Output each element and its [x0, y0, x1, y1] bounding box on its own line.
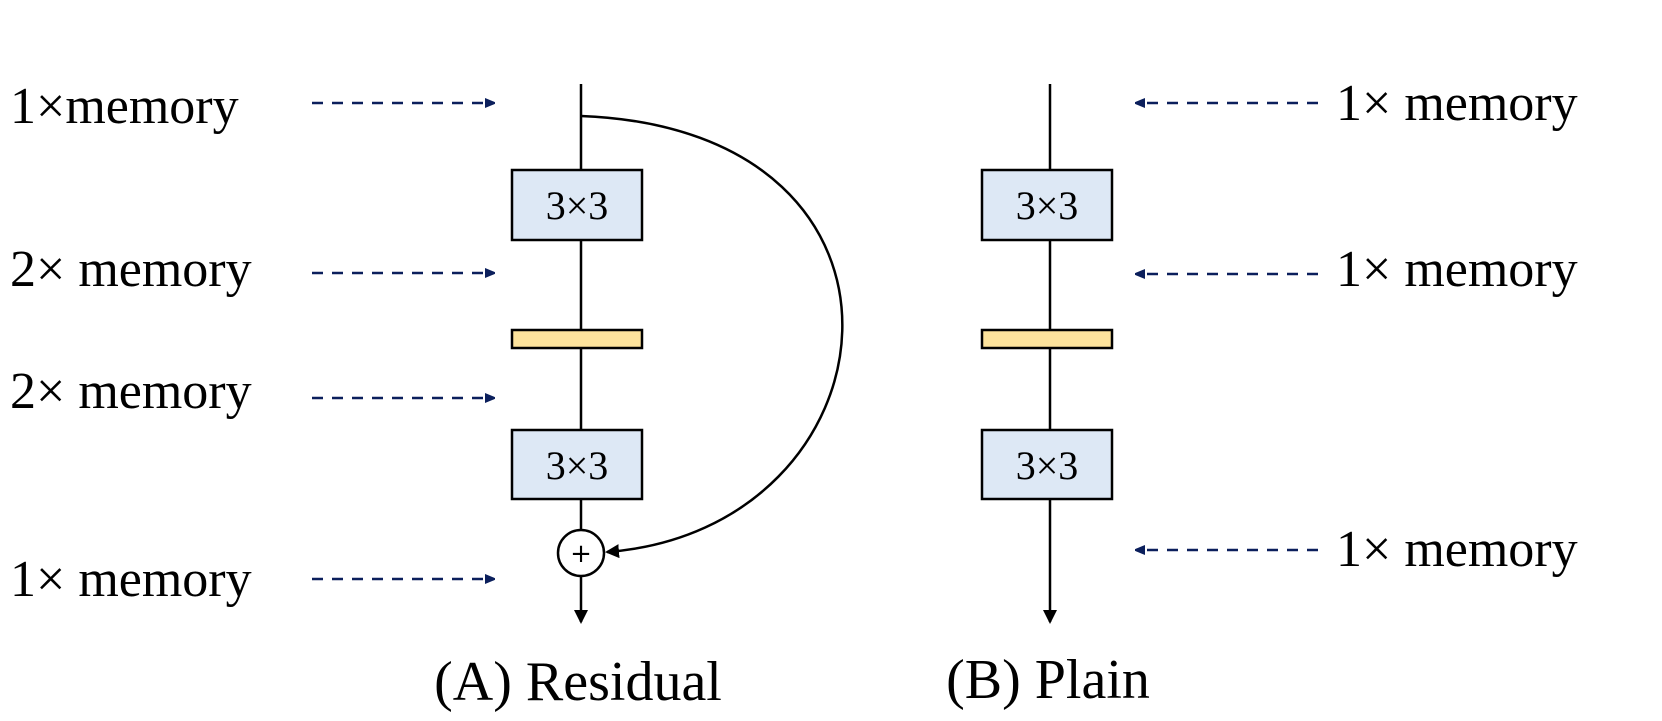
skip-connection-arrow — [580, 114, 844, 559]
plain-block: 3×3 3×3 1× memory 1× memory 1× memory (B… — [946, 75, 1578, 711]
residual-caption: (A) Residual — [434, 651, 722, 713]
residual-conv-top-box — [510, 168, 644, 242]
residual-norm-bar — [510, 328, 644, 350]
residual-memory-label: 1× memory — [10, 551, 252, 608]
residual-conv-bottom-label: 3×3 — [546, 443, 609, 488]
residual-conv-bottom-box — [510, 428, 644, 501]
residual-block: 3×3 3×3 + 1×memory 2× memory 2× memory 1… — [10, 78, 844, 713]
plain-conv-bottom-label: 3×3 — [1016, 443, 1079, 488]
add-node — [556, 528, 606, 578]
plain-norm-bar — [980, 328, 1114, 350]
plain-conv-top-label: 3×3 — [1016, 183, 1079, 228]
plain-conv-bottom-box — [980, 428, 1114, 501]
add-symbol: + — [570, 539, 592, 569]
plain-memory-label: 1× memory — [1336, 75, 1578, 132]
plain-memory-label: 1× memory — [1336, 521, 1578, 578]
plain-conv-top-box — [980, 168, 1114, 242]
residual-memory-label: 1×memory — [10, 78, 239, 135]
plain-caption: (B) Plain — [946, 649, 1150, 711]
residual-conv-top-label: 3×3 — [546, 183, 609, 228]
residual-memory-label: 2× memory — [10, 241, 252, 298]
plain-memory-label: 1× memory — [1336, 241, 1578, 298]
residual-memory-label: 2× memory — [10, 363, 252, 420]
